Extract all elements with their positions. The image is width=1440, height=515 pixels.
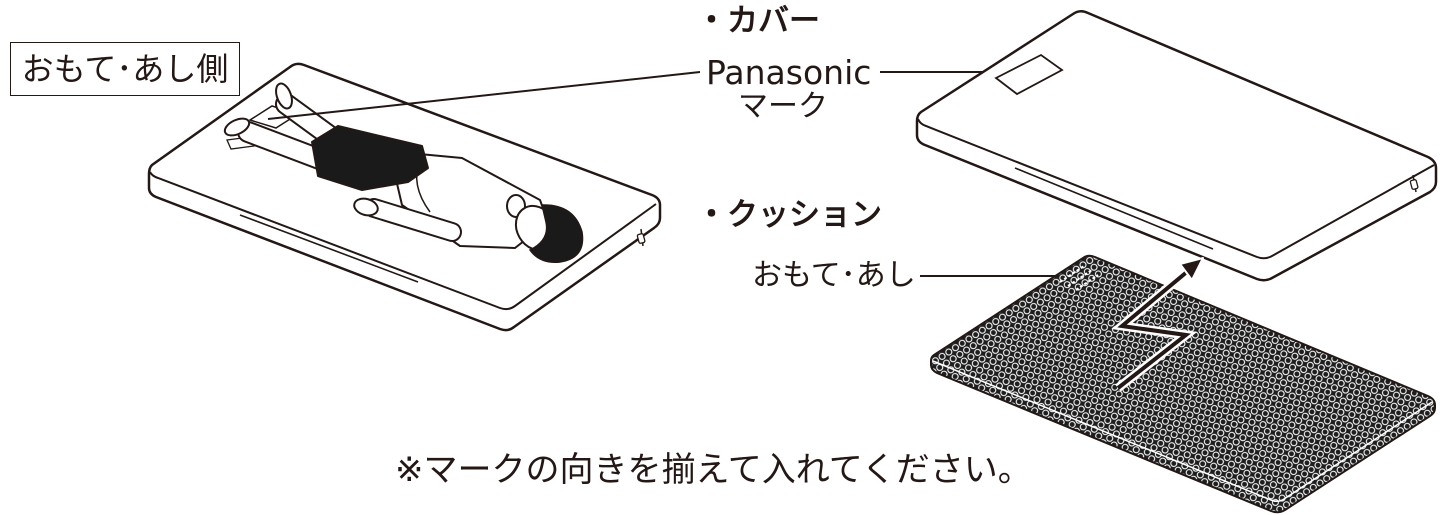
cover-panasonic-mark <box>994 53 1064 96</box>
mark-label: マーク <box>738 89 828 124</box>
cushion <box>930 254 1436 514</box>
hair <box>528 204 584 263</box>
front-feet-side-label-box: おもて･あし側 <box>10 42 240 96</box>
cushion-body <box>930 254 1436 514</box>
zipper-icon <box>636 228 646 247</box>
cushion-heading: ・クッション <box>696 197 882 233</box>
arm-lower <box>366 200 460 240</box>
mattress-seam <box>239 214 419 283</box>
cover-top-edge <box>917 118 1435 260</box>
zipper-pull <box>1409 179 1419 190</box>
cover-body <box>915 10 1438 282</box>
cushion-front-feet-label: おもて･あし <box>752 258 916 293</box>
arrow-shaft <box>1116 269 1191 390</box>
cover-heading: ・カバー <box>696 3 820 39</box>
arrow-head <box>1179 257 1204 281</box>
front-feet-side-label: おもて･あし側 <box>21 50 229 88</box>
cushion-print-label <box>1059 265 1099 291</box>
mattress-top-edge <box>149 171 657 311</box>
cushion-top-edge <box>932 360 1433 503</box>
foot-upper <box>275 82 293 110</box>
panasonic-label: Panasonic <box>706 53 872 92</box>
cover-seam <box>1014 167 1214 250</box>
leg-lower <box>239 123 331 169</box>
zipper-pull <box>636 233 646 244</box>
shorts <box>311 125 429 191</box>
hand-lower <box>353 197 379 217</box>
alignment-note: ※マークの向きを揃えて入れてください。 <box>395 450 1032 490</box>
mattress-with-person <box>147 62 662 332</box>
label-line-3 <box>1075 274 1099 291</box>
foot-lower <box>223 117 251 137</box>
zipper-icon <box>1409 174 1419 193</box>
cover <box>915 10 1438 282</box>
leader-mattress-mark <box>267 71 701 120</box>
zigzag-arrow-icon <box>1111 257 1204 392</box>
person-figure <box>223 82 584 263</box>
